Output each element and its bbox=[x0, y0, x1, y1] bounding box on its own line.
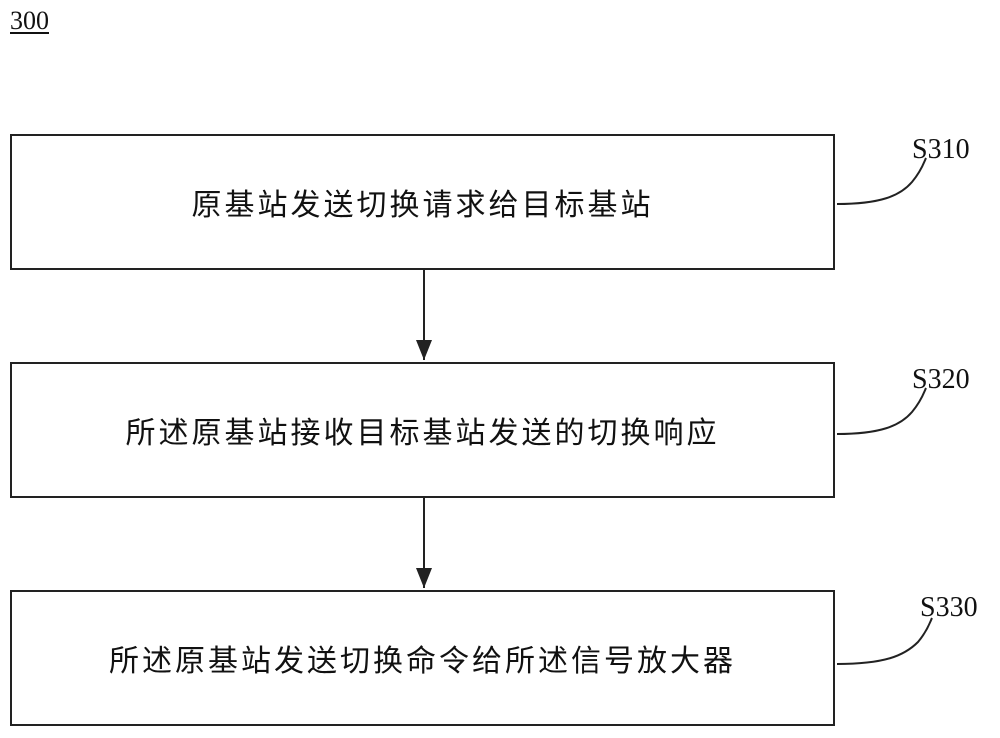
step-text-s310: 原基站发送切换请求给目标基站 bbox=[191, 188, 654, 223]
step-label-s320: S320 bbox=[912, 364, 970, 395]
step-box-s310: 原基站发送切换请求给目标基站 bbox=[10, 134, 835, 270]
step-label-s310: S310 bbox=[912, 134, 970, 165]
step-text-s330: 所述原基站发送切换命令给所述信号放大器 bbox=[109, 644, 736, 679]
step-box-s330: 所述原基站发送切换命令给所述信号放大器 bbox=[10, 590, 835, 726]
step-label-s330: S330 bbox=[920, 592, 978, 623]
figure-number: 300 bbox=[10, 6, 49, 35]
leader-line-s330 bbox=[836, 617, 933, 665]
step-box-s320: 所述原基站接收目标基站发送的切换响应 bbox=[10, 362, 835, 498]
step-text-s320: 所述原基站接收目标基站发送的切换响应 bbox=[125, 416, 720, 451]
arrow-head-2 bbox=[416, 568, 432, 588]
arrow-head-1 bbox=[416, 340, 432, 360]
